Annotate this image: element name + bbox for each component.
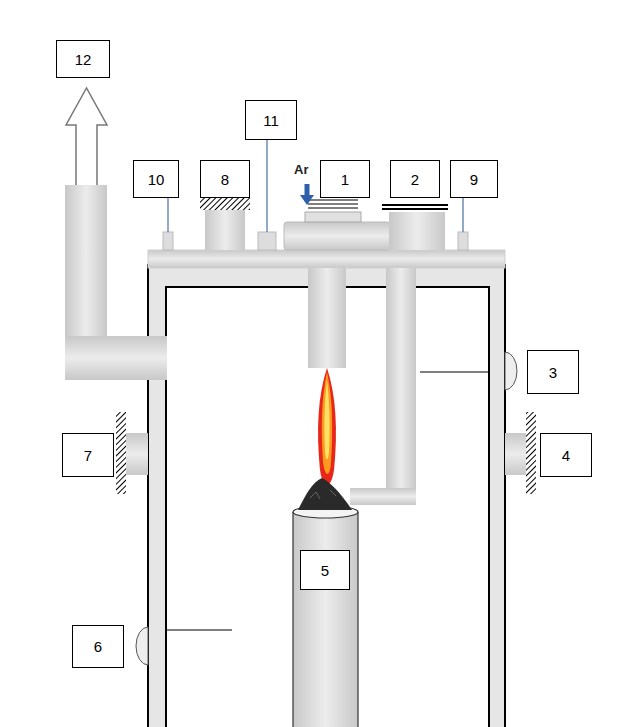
- feed-tube: [386, 268, 416, 505]
- feed-tube: [350, 488, 416, 505]
- port-4: [505, 433, 527, 475]
- callout-number: 12: [75, 51, 92, 68]
- callout-number: 10: [148, 171, 165, 188]
- port-2: [389, 212, 445, 250]
- gas-label: Ar: [294, 162, 308, 177]
- callout-number: 7: [84, 447, 92, 464]
- port-4-window: [526, 412, 536, 494]
- port-8-cap: [200, 197, 250, 210]
- plasma-torch: [308, 268, 346, 368]
- port-8: [205, 210, 245, 250]
- torch-mount: [284, 222, 390, 250]
- port-7-window: [116, 412, 126, 494]
- callout-box: 4: [540, 433, 592, 477]
- exhaust-pipe: [107, 336, 167, 380]
- callout-box: 11: [245, 100, 297, 140]
- port-7: [126, 433, 148, 475]
- callout-number: 9: [470, 171, 478, 188]
- argon-arrow: [300, 195, 314, 205]
- callout-number: 8: [221, 171, 229, 188]
- callout-box: 12: [56, 40, 110, 78]
- callout-box: 2: [390, 160, 440, 198]
- callout-box: 6: [72, 625, 124, 668]
- feedthrough: [458, 232, 468, 250]
- callout-number: 3: [549, 364, 557, 381]
- callout-box: 3: [527, 350, 579, 394]
- callout-number: 6: [94, 638, 102, 655]
- callout-box: 10: [133, 160, 179, 198]
- callout-number: 5: [321, 562, 329, 579]
- feedthrough: [258, 232, 276, 250]
- callout-box: 8: [200, 160, 250, 198]
- port-3: [505, 352, 517, 390]
- callout-box: 5: [300, 550, 350, 590]
- port-6: [136, 627, 148, 665]
- sample-material: [298, 478, 352, 510]
- callout-number: 2: [411, 171, 419, 188]
- top-lid: [148, 250, 505, 268]
- electrode-plate: [305, 212, 361, 222]
- feedthrough: [163, 232, 173, 250]
- callout-number: 1: [341, 171, 349, 188]
- sample-holder: [293, 512, 358, 727]
- callout-box: 9: [450, 160, 498, 198]
- callout-box: 7: [62, 433, 114, 477]
- callout-number: 11: [263, 112, 279, 129]
- exhaust-arrow: [66, 88, 107, 185]
- plasma-flame: [318, 368, 336, 485]
- callout-number: 4: [562, 447, 570, 464]
- callout-box: 1: [320, 160, 370, 198]
